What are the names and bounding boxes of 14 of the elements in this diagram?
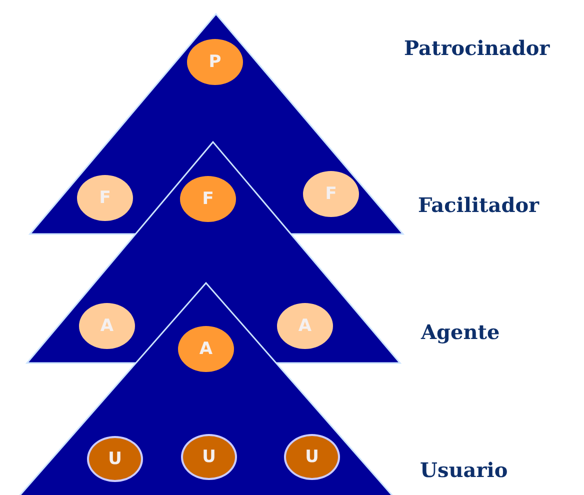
role-letter: F (99, 188, 111, 208)
role-letter: F (202, 189, 214, 209)
role-letter: U (202, 447, 216, 467)
level-label: Facilitador (418, 193, 540, 217)
role-letter: U (108, 449, 122, 469)
role-letter: A (298, 316, 312, 336)
level-label: Patrocinador (404, 36, 550, 60)
level-label: Agente (421, 320, 500, 344)
role-letter: F (325, 184, 337, 204)
role-letter: P (208, 52, 222, 72)
level-label: Usuario (420, 458, 508, 482)
role-letter: U (305, 447, 319, 467)
role-letter: A (199, 339, 213, 359)
role-letter: A (100, 316, 114, 336)
